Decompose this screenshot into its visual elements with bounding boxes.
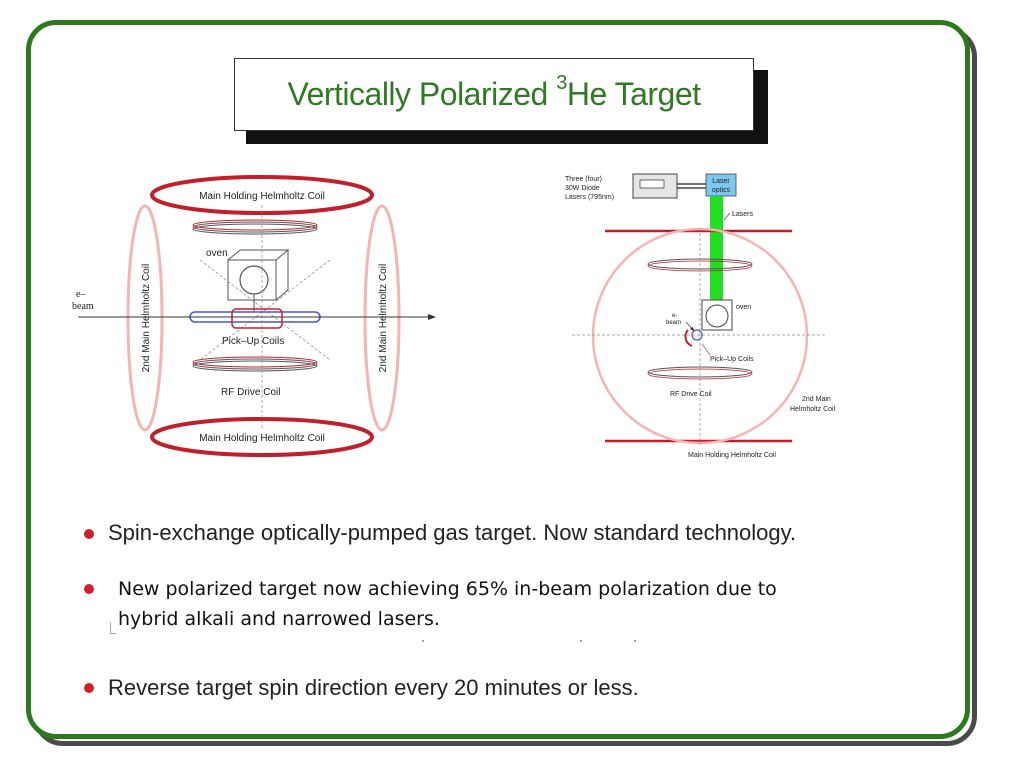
bullet-1-text: Spin-exchange optically-pumped gas targe… <box>108 520 797 545</box>
oven-cube <box>227 249 290 301</box>
second-label-2: Helmholtz Coil <box>790 406 836 413</box>
right-target-cell <box>705 304 729 328</box>
lower-ring-coil <box>192 358 318 370</box>
right-beam-arrow <box>685 321 695 332</box>
stray-marks <box>110 622 636 642</box>
bullet-1: Spin-exchange optically-pumped gas targe… <box>84 520 796 546</box>
bullet-2-line-1: New polarized target now achieving 65% i… <box>118 578 777 600</box>
main-coil-top-label: Main Holding Helmholtz Coil <box>199 191 325 202</box>
right-figure: Three (four) 30W Diode Lasers (795nm) La… <box>565 173 836 459</box>
left-beam-label-2: beam <box>72 301 94 312</box>
left-beam-label-1: e– <box>76 289 86 300</box>
right-rf-label: RF Drive Coil <box>670 391 712 398</box>
bullet-2-line-2: hybrid alkali and narrowed lasers. <box>118 608 440 630</box>
second-label-1: 2nd Main <box>802 396 831 403</box>
lower-ring-coil-3 <box>192 356 318 368</box>
second-coil-left <box>126 204 164 432</box>
right-main-label: Main Holding Helmholtz Coil <box>688 452 776 459</box>
main-coil-bottom-label: Main Holding Helmholtz Coil <box>199 433 325 444</box>
bullet-3: Reverse target spin direction every 20 m… <box>84 675 639 701</box>
second-coil-right-label: 2nd Main Helmholtz Coil <box>378 264 389 372</box>
optics-label-2: optics <box>712 187 731 194</box>
title-text-end: He Target <box>566 76 701 112</box>
left-pickup-coil <box>231 308 283 329</box>
target-cell <box>239 265 269 295</box>
left-oven-label: oven <box>206 248 228 259</box>
second-coil-left-label: 2nd Main Helmholtz Coil <box>141 264 152 372</box>
bullet-dot <box>84 683 94 693</box>
bullet-2: New polarized target now achieving 65% i… <box>84 574 777 634</box>
left-rf-label: RF Drive Coil <box>221 387 280 398</box>
laser-beam <box>710 196 723 314</box>
left-figure: Main Holding Helmholtz Coil Main Holding… <box>72 175 436 457</box>
optics-label-1: Laser <box>712 178 730 185</box>
diode-window <box>639 179 665 189</box>
upper-ring-coil <box>192 221 318 233</box>
bullet-dot <box>84 529 94 539</box>
right-beam-label-1: e- <box>672 313 677 319</box>
second-coil-right <box>363 204 401 432</box>
lower-ring-coil-2 <box>192 360 318 372</box>
right-guides <box>572 228 825 445</box>
bullet-3-text: Reverse target spin direction every 20 m… <box>108 675 639 700</box>
right-pickup-label: Pick–Up Coils <box>710 356 754 363</box>
right-pickup-pointer <box>701 343 711 356</box>
lasers-pointer <box>723 212 731 221</box>
upper-ring-coil-2 <box>192 223 318 235</box>
title-text: Vertically Polarized <box>287 76 557 112</box>
title-superscript: 3 <box>556 72 567 95</box>
lasers-label: Lasers <box>732 211 754 218</box>
diode-label-3: Lasers (795nm) <box>565 194 614 201</box>
right-lower-ring <box>647 366 753 378</box>
right-beam-label-2: beam <box>666 320 681 326</box>
bullet-dot <box>84 584 94 594</box>
upper-ring-coil-3 <box>192 219 318 231</box>
right-beam-spot <box>691 329 703 341</box>
slide-title: Vertically Polarized 3He Target <box>287 72 701 113</box>
right-pickup-coil <box>684 329 693 347</box>
right-oven-label: oven <box>736 304 751 311</box>
main-coil-bottom <box>150 417 374 457</box>
left-pickup-label: Pick–Up Coils <box>222 336 284 347</box>
bullet-2-body: New polarized target now achieving 65% i… <box>118 574 777 634</box>
diode-label-1: Three (four) <box>565 176 602 183</box>
diode-label-2: 30W Diode <box>565 185 600 192</box>
title-box: Vertically Polarized 3He Target <box>234 58 754 131</box>
